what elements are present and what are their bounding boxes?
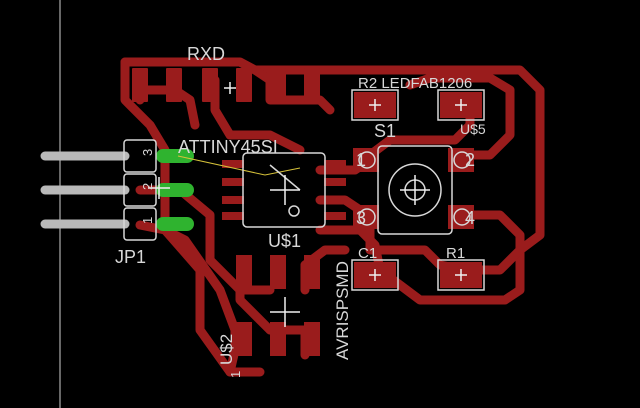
label-sw-2: 2 bbox=[465, 150, 475, 170]
airwire bbox=[177, 155, 301, 176]
label-s1: S1 bbox=[374, 121, 396, 141]
label-pin-j1: 1 bbox=[140, 217, 155, 224]
label-pin-j2: 2 bbox=[140, 183, 155, 190]
label-rxd: RXD bbox=[187, 44, 225, 64]
label-u1: U$1 bbox=[268, 231, 301, 251]
label-u5: U$5 bbox=[460, 121, 486, 137]
label-u2: U$2 bbox=[217, 334, 236, 365]
label-sw-4: 4 bbox=[465, 208, 475, 228]
label-attiny: ATTINY45SI bbox=[178, 137, 278, 157]
label-avrispsmd: AVRISPSMD bbox=[333, 261, 352, 360]
component-outlines bbox=[351, 89, 485, 291]
label-u2-pin1: 1 bbox=[228, 371, 243, 378]
label-sw-3: 3 bbox=[356, 208, 366, 228]
label-r1: R1 bbox=[446, 245, 465, 262]
label-c1: C1 bbox=[358, 245, 377, 262]
jp1-pads bbox=[156, 149, 194, 231]
origin-crosshairs bbox=[148, 82, 467, 327]
silkscreen-labels: RXD R2 LEDFAB1206 U$5 S1 ATTINY45SI U$1 … bbox=[115, 44, 486, 378]
label-sw-1: 1 bbox=[356, 150, 366, 170]
label-pin-j3: 3 bbox=[140, 149, 155, 156]
label-r2-ledfab: R2 LEDFAB1206 bbox=[358, 75, 472, 92]
jp1-header-pins bbox=[40, 151, 130, 229]
jp1-silkscreen bbox=[123, 139, 157, 241]
label-jp1: JP1 bbox=[115, 247, 146, 267]
